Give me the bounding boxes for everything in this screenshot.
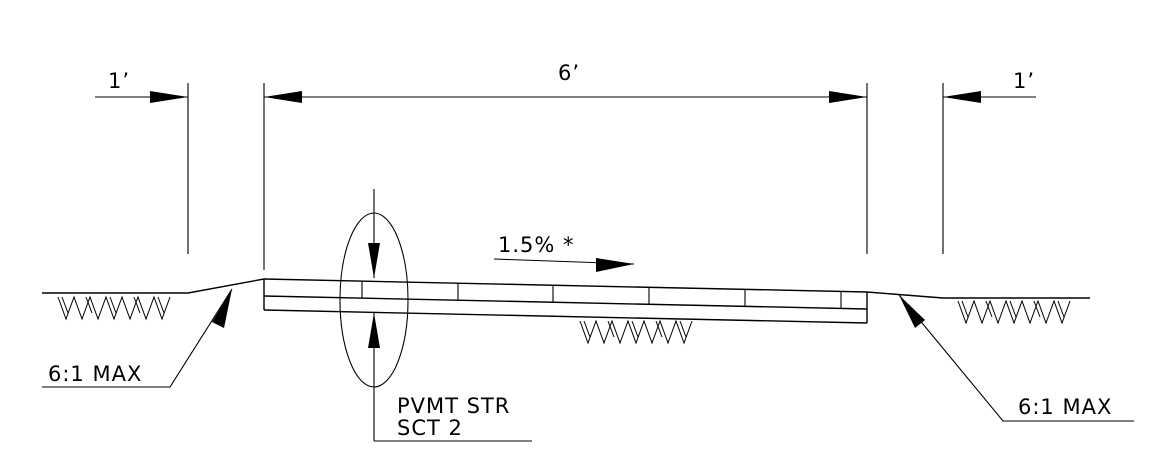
side-slope-left-label: 6:1 MAX [48, 362, 142, 386]
dimension-width-label: 6’ [558, 61, 580, 85]
dimension-left-offset: 1’ [95, 69, 188, 103]
earth-hatch-icon [57, 295, 171, 321]
callout-line2: SCT 2 [397, 416, 463, 440]
side-slope-left-callout: 6:1 MAX [42, 288, 233, 388]
side-slope-right-callout: 6:1 MAX [898, 294, 1134, 422]
slope-arrow-icon [596, 258, 634, 272]
sidewalk-slab [263, 278, 868, 324]
dimension-width: 6’ [264, 61, 867, 103]
side-slope-right-label: 6:1 MAX [1018, 395, 1112, 419]
slope-label: 1.5% * [498, 233, 575, 257]
dimension-right-offset-label: 1’ [1013, 69, 1035, 93]
arrowhead-icon [943, 91, 981, 103]
arrowhead-icon [212, 289, 232, 328]
earth-hatch-icon [579, 319, 693, 345]
ground-line-left [42, 278, 265, 294]
dimension-left-offset-label: 1’ [108, 69, 130, 93]
arrowhead-icon [264, 91, 302, 103]
arrowhead-icon [829, 91, 867, 103]
callout-line1: PVMT STR [397, 394, 510, 418]
arrowhead-icon [899, 295, 925, 328]
ground-line-right [866, 291, 1090, 299]
slope-annotation: 1.5% * [493, 233, 635, 272]
arrowhead-icon [368, 243, 380, 278]
pavement-structure-callout: PVMT STR SCT 2 [339, 189, 532, 442]
dimension-right-offset: 1’ [943, 69, 1036, 103]
arrowhead-icon [150, 91, 188, 103]
arrowhead-icon [368, 313, 380, 348]
earth-hatch-icon [957, 299, 1071, 325]
